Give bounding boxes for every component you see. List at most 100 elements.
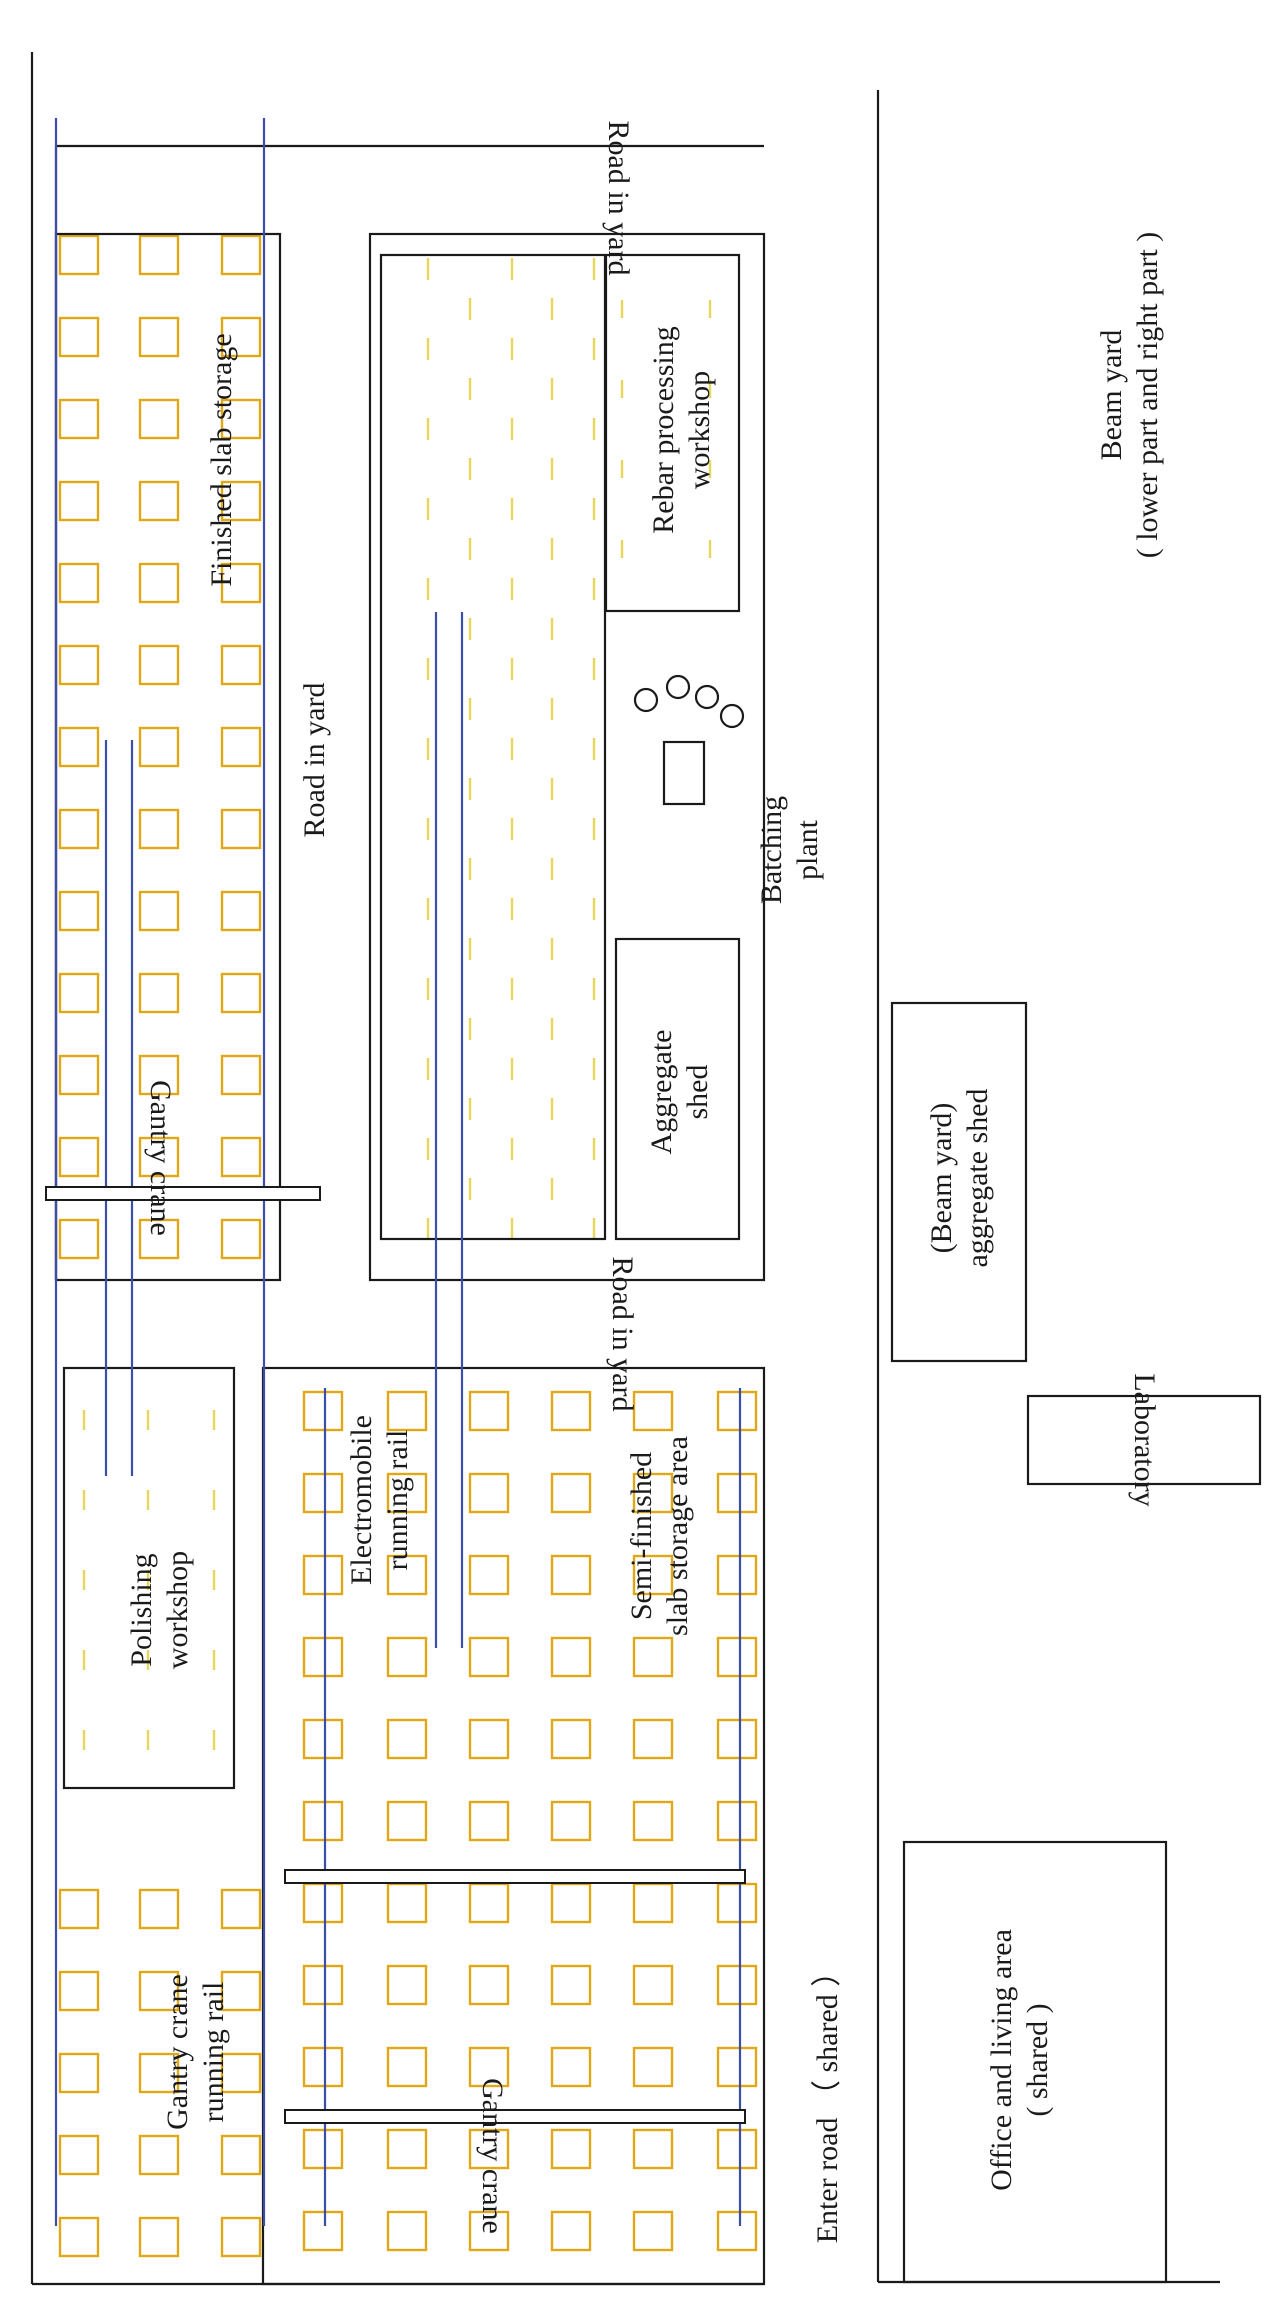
slab-square — [220, 1888, 262, 1930]
gantry-crane-running-rail-label: Gantry crane running rail — [161, 1974, 230, 2130]
slab-square — [220, 1970, 262, 2012]
slab-square — [632, 1882, 674, 1924]
polishing-workshop — [62, 1366, 236, 1790]
aggregate-shed-label: Aggregate shed — [645, 1029, 714, 1155]
slab-square — [468, 1554, 510, 1596]
slab-square — [716, 1882, 758, 1924]
slab-square — [220, 2052, 262, 2094]
slab-square — [302, 1636, 344, 1678]
gantry-crane-lower-2 — [284, 2109, 746, 2124]
slab-square — [220, 1054, 262, 1096]
slab-square — [58, 562, 100, 604]
road-in-yard-label-lower: Road in yard — [606, 1256, 639, 1412]
precast-line-area-dashes — [82, 258, 712, 1750]
slab-square — [550, 1964, 592, 2006]
slab-square — [716, 1718, 758, 1760]
slab-square — [138, 2134, 180, 2176]
slab-square — [220, 890, 262, 932]
laboratory-building — [1026, 1394, 1262, 1486]
electromobile-running-rail-label: Electromobile running rail — [345, 1415, 414, 1585]
polishing-workshop-label: Polishing workshop — [125, 1550, 194, 1670]
gantry-crane-lower-1 — [284, 1869, 746, 1884]
slab-square — [550, 1800, 592, 1842]
slab-square — [550, 2046, 592, 2088]
office-living-area-label: Office and living area ( shared ) — [985, 1929, 1054, 2191]
slab-square — [302, 1390, 344, 1432]
beam-yard-aggregate-shed-label: (Beam yard) aggregate shed — [925, 1088, 994, 1268]
slab-square — [220, 562, 262, 604]
slab-square — [550, 1718, 592, 1760]
slab-square — [220, 398, 262, 440]
slab-square — [716, 1390, 758, 1432]
slab-square — [550, 1554, 592, 1596]
slab-square — [58, 234, 100, 276]
slab-square — [302, 1800, 344, 1842]
slab-square — [220, 808, 262, 850]
slab-square — [58, 2216, 100, 2258]
slab-square — [386, 1636, 428, 1678]
slab-square — [58, 972, 100, 1014]
slab-square — [58, 1970, 100, 2012]
slab-square — [138, 2216, 180, 2258]
batching-plant-tank — [662, 740, 706, 806]
slab-square — [138, 1218, 180, 1260]
slab-square — [220, 2134, 262, 2176]
beam-yard-aggregate-shed — [890, 1001, 1028, 1363]
slab-square — [138, 890, 180, 932]
slab-square — [220, 726, 262, 768]
finished-slab-storage-label: Finished slab storage — [205, 333, 238, 587]
slab-square — [138, 972, 180, 1014]
slab-square — [302, 1964, 344, 2006]
slab-square — [302, 1472, 344, 1514]
slab-square — [58, 644, 100, 686]
slab-square — [468, 1964, 510, 2006]
slab-square — [716, 1964, 758, 2006]
slab-square — [632, 2210, 674, 2252]
slab-square — [302, 1554, 344, 1596]
slab-square — [302, 2210, 344, 2252]
slab-square — [716, 1800, 758, 1842]
slab-square — [716, 2128, 758, 2170]
slab-square — [468, 1636, 510, 1678]
enter-road-label: Enter road （ shared ） — [811, 1956, 844, 2244]
slab-square — [138, 234, 180, 276]
production-area-outer — [368, 232, 766, 1282]
slab-square — [302, 1718, 344, 1760]
batching-plant-silo — [665, 674, 691, 700]
slab-square — [138, 316, 180, 358]
slab-square — [716, 1554, 758, 1596]
slab-square — [550, 1390, 592, 1432]
slab-square — [220, 316, 262, 358]
slab-square — [632, 2046, 674, 2088]
office-living-area — [902, 1840, 1168, 2284]
slab-square — [302, 2128, 344, 2170]
slab-square — [550, 1472, 592, 1514]
batching-plant-silo — [719, 703, 745, 729]
slab-square — [716, 1472, 758, 1514]
gantry-crane-upper-label: Gantry crane — [144, 1080, 177, 1236]
road-in-yard-label-top: Road in yard — [602, 120, 635, 276]
slab-square — [58, 480, 100, 522]
slab-square — [468, 2210, 510, 2252]
slab-square — [138, 2052, 180, 2094]
slab-square — [716, 2210, 758, 2252]
slab-square — [220, 2216, 262, 2258]
slab-square — [220, 234, 262, 276]
slab-square — [220, 972, 262, 1014]
slab-square — [220, 1218, 262, 1260]
slab-square — [632, 1800, 674, 1842]
slab-square — [58, 2134, 100, 2176]
aggregate-shed — [614, 937, 741, 1241]
road-in-yard-label-middle: Road in yard — [298, 682, 331, 838]
slab-square — [386, 2210, 428, 2252]
slab-square — [386, 1800, 428, 1842]
slab-square — [58, 2052, 100, 2094]
slab-square — [138, 1970, 180, 2012]
slab-square — [716, 2046, 758, 2088]
slab-square — [220, 1136, 262, 1178]
slab-square — [468, 1718, 510, 1760]
slab-square — [632, 1636, 674, 1678]
slab-square — [58, 316, 100, 358]
